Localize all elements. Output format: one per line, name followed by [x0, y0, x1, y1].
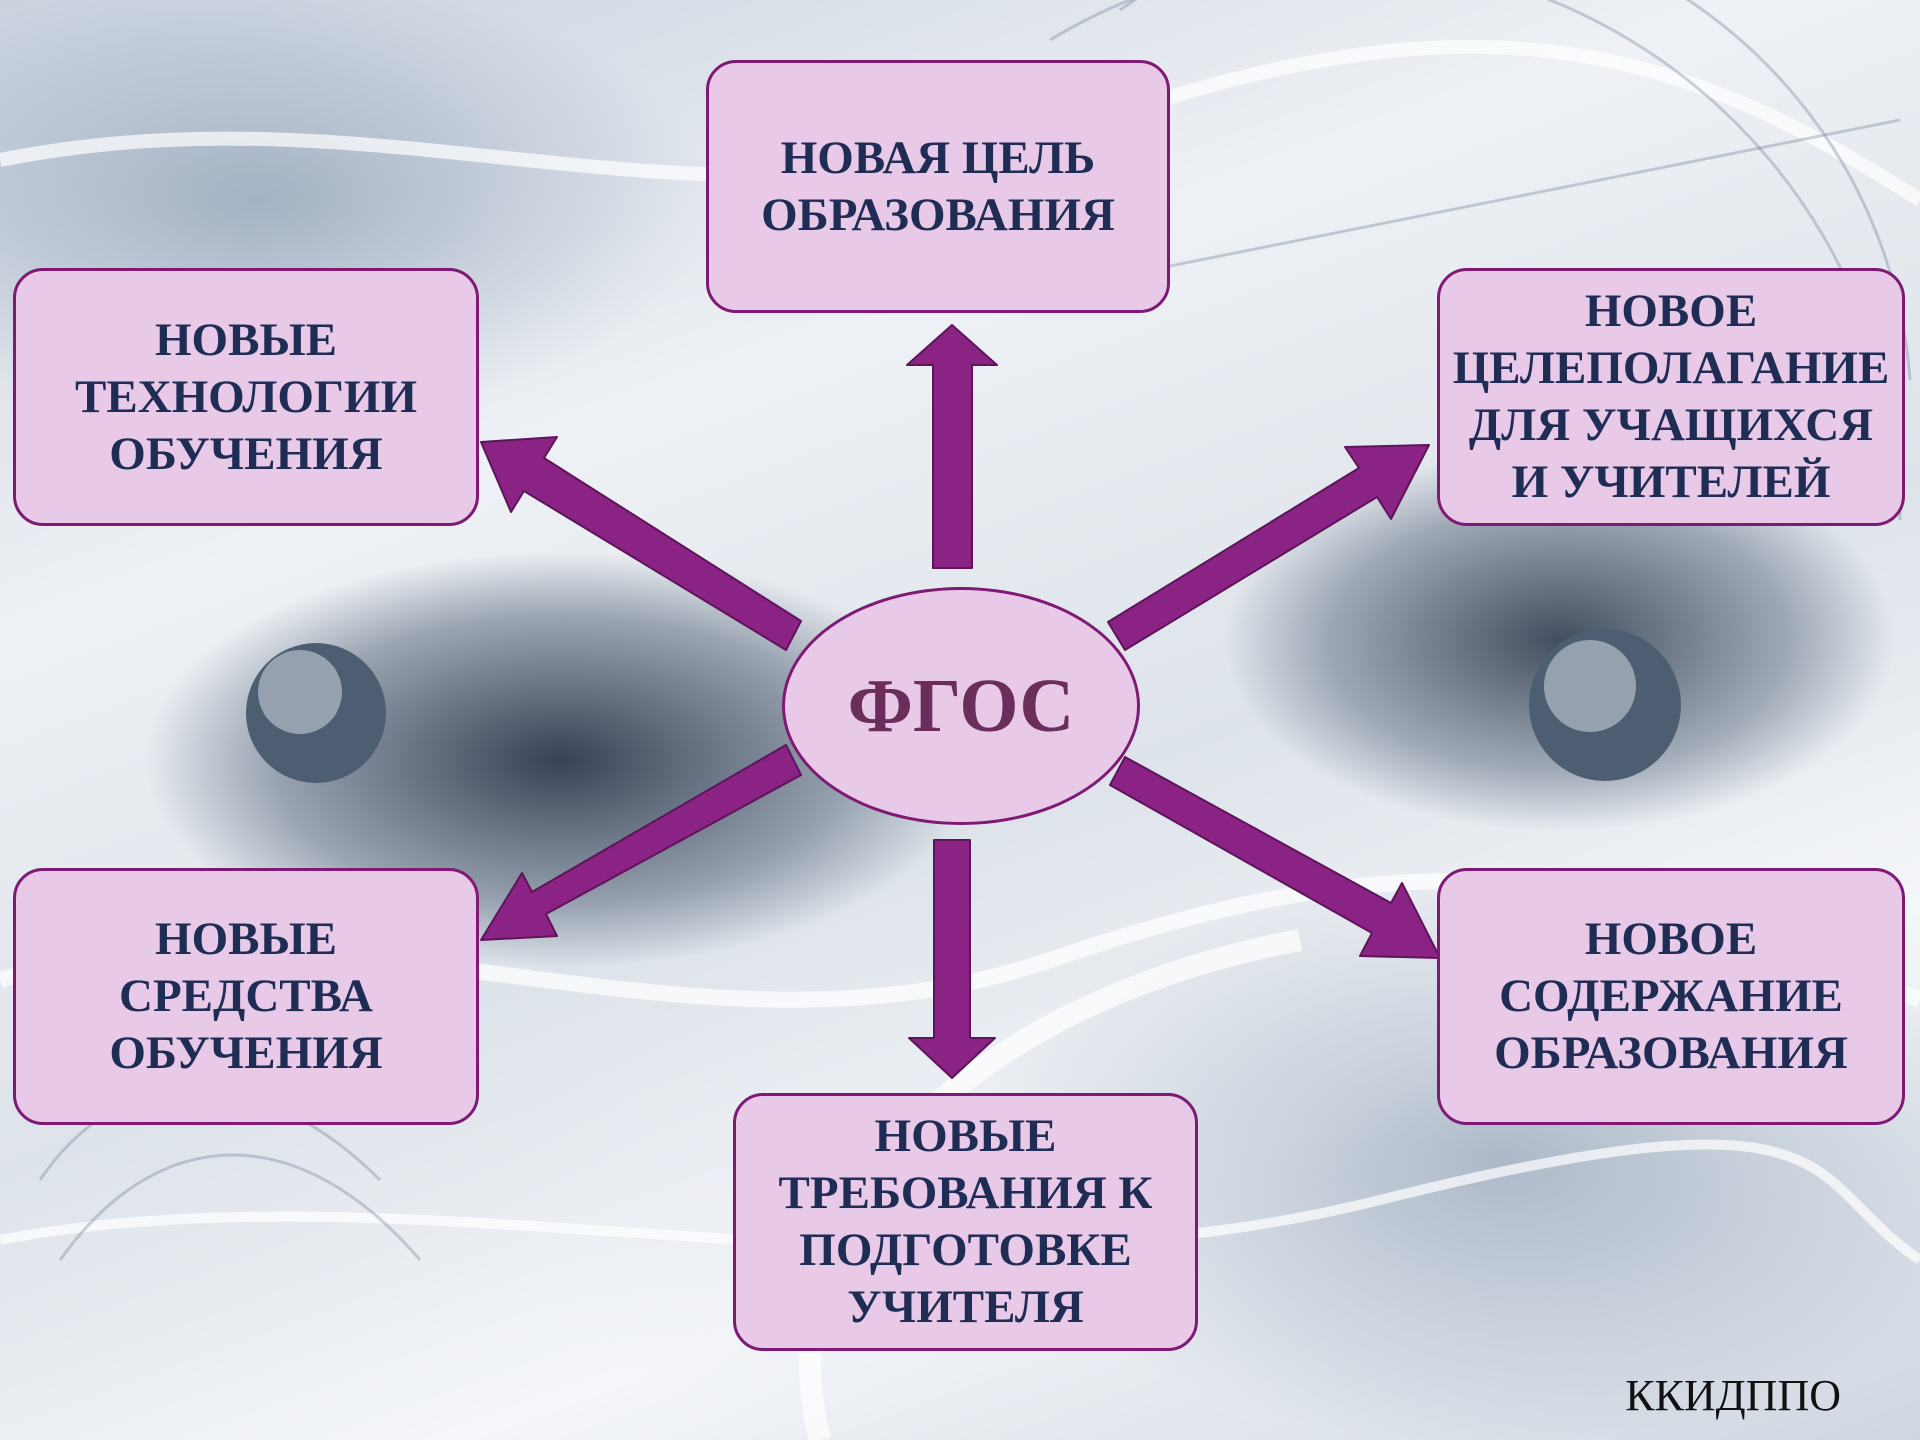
node-new-goal-setting: НОВОЕ ЦЕЛЕПОЛАГАНИЕ ДЛЯ УЧАЩИХСЯ И УЧИТЕ… [1437, 268, 1905, 526]
node-new-learning-tools: НОВЫЕ СРЕДСТВА ОБУЧЕНИЯ [13, 868, 479, 1125]
node-label: НОВОЕ СОДЕРЖАНИЕ ОБРАЗОВАНИЯ [1494, 913, 1848, 1079]
center-label: ФГОС [847, 663, 1075, 748]
node-label: НОВЫЕ СРЕДСТВА ОБУЧЕНИЯ [109, 913, 383, 1079]
node-new-education-goal: НОВАЯ ЦЕЛЬ ОБРАЗОВАНИЯ [706, 60, 1170, 313]
arrow-down-right [1109, 756, 1441, 959]
node-label: НОВОЕ ЦЕЛЕПОЛАГАНИЕ ДЛЯ УЧАЩИХСЯ И УЧИТЕ… [1452, 285, 1890, 508]
arrow-up [906, 324, 998, 569]
sphere-left [246, 643, 386, 783]
sphere-right [1529, 629, 1681, 781]
node-new-teacher-training-requirements: НОВЫЕ ТРЕБОВАНИЯ К ПОДГОТОВКЕ УЧИТЕЛЯ [733, 1093, 1198, 1351]
arrow-down [908, 839, 996, 1079]
arrow-up-left [480, 436, 802, 651]
node-label: НОВЫЕ ТЕХНОЛОГИИ ОБУЧЕНИЯ [74, 313, 417, 480]
arrow-down-left [480, 744, 802, 941]
node-label: НОВАЯ ЦЕЛЬ ОБРАЗОВАНИЯ [761, 131, 1115, 241]
footer-organization: ККИДППО [1625, 1371, 1841, 1420]
node-new-education-content: НОВОЕ СОДЕРЖАНИЕ ОБРАЗОВАНИЯ [1437, 868, 1905, 1125]
center-node-fgos: ФГОС [782, 587, 1140, 825]
arrow-up-right [1107, 444, 1430, 651]
node-new-learning-technologies: НОВЫЕ ТЕХНОЛОГИИ ОБУЧЕНИЯ [13, 268, 479, 526]
node-label: НОВЫЕ ТРЕБОВАНИЯ К ПОДГОТОВКЕ УЧИТЕЛЯ [778, 1110, 1153, 1333]
